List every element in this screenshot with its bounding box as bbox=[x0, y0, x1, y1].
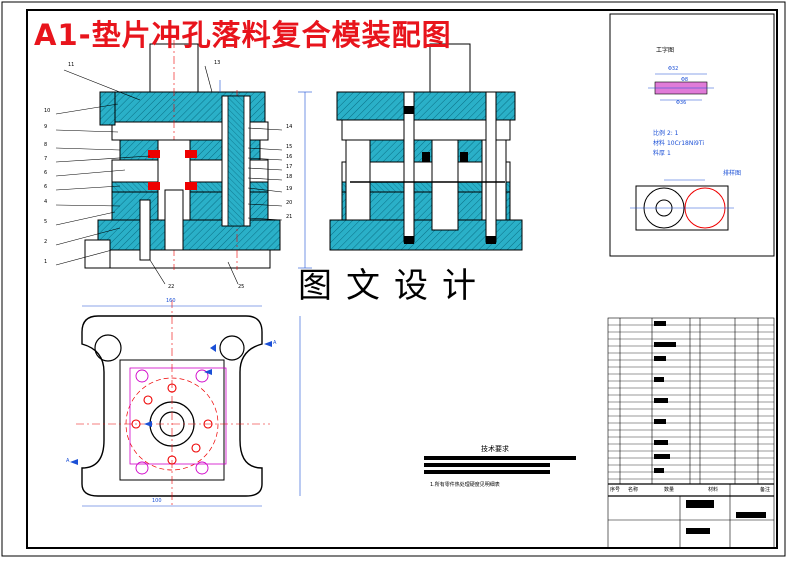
bom-rows bbox=[608, 324, 774, 480]
callout-left-1: 10 bbox=[44, 108, 51, 114]
plan-width-dim: 160 bbox=[166, 298, 176, 304]
part-heading: 工字图 bbox=[656, 47, 675, 54]
bom-dark-cells bbox=[654, 321, 766, 534]
callout-left-8: 5 bbox=[44, 219, 48, 225]
callout-left-5: 6 bbox=[44, 170, 48, 176]
part-panel-frame bbox=[609, 13, 775, 257]
thickness-label: 料厚 bbox=[653, 150, 666, 157]
bill-of-materials bbox=[607, 317, 775, 549]
callout-left-3: 8 bbox=[44, 142, 48, 148]
callout-right-0: 14 bbox=[286, 124, 293, 130]
tb-col-no: 序号 bbox=[610, 487, 621, 493]
plan-center-dim: 100 bbox=[152, 498, 162, 504]
callout-right-5: 19 bbox=[286, 186, 293, 192]
part-inner-dim2: Φ36 bbox=[676, 100, 687, 106]
callout-bottom-22: 22 bbox=[168, 284, 175, 290]
callout-right-1: 15 bbox=[286, 144, 293, 150]
callout-right-3: 17 bbox=[286, 164, 293, 170]
tb-col-qty: 数量 bbox=[664, 487, 675, 493]
part-outer-dim: Φ32 bbox=[668, 66, 679, 72]
tech-requirements-bars bbox=[424, 456, 576, 474]
washer-part-drawing bbox=[648, 73, 714, 101]
section-mark-right: A bbox=[273, 340, 277, 346]
side-section-view bbox=[329, 43, 523, 251]
strip-layout-label: 排样图 bbox=[723, 170, 742, 177]
strip-layout-drawing bbox=[630, 179, 734, 231]
callout-right-4: 18 bbox=[286, 174, 293, 180]
part-inner-dim1: Φ8 bbox=[681, 77, 689, 83]
section-mark-left: A bbox=[66, 458, 70, 464]
callout-right-6: 20 bbox=[286, 200, 293, 206]
tb-col-name: 名称 bbox=[628, 487, 639, 493]
callout-left-9: 2 bbox=[44, 239, 48, 245]
callout-left-2: 9 bbox=[44, 124, 48, 130]
tech-req-heading: 技术要求 bbox=[481, 445, 509, 453]
plan-view bbox=[70, 300, 301, 507]
scale-value: 2: 1 bbox=[666, 130, 679, 137]
callout-bottom-25: 25 bbox=[238, 284, 245, 290]
thickness-value: 1 bbox=[666, 150, 671, 157]
front-section-view bbox=[55, 40, 312, 285]
tech-req-note: 1.所有零件热处理硬度见明细表 bbox=[430, 482, 500, 488]
scale-label: 比例 bbox=[653, 130, 666, 137]
callout-left-0: 11 bbox=[68, 62, 75, 68]
callout-left-7: 4 bbox=[44, 199, 48, 205]
callout-right-7: 21 bbox=[286, 214, 293, 220]
material-value: 10Cr18Ni9Ti bbox=[666, 140, 704, 147]
callout-left-4: 7 bbox=[44, 156, 48, 162]
callout-left-10: 1 bbox=[44, 259, 48, 265]
callout-right-2: 16 bbox=[286, 154, 293, 160]
tb-col-remark: 备注 bbox=[760, 487, 771, 493]
callout-left-6: 6 bbox=[44, 184, 48, 190]
drawing-title: A1-垫片冲孔落料复合模装配图 bbox=[34, 18, 452, 52]
sheet-inner-border bbox=[26, 9, 778, 549]
callout-top: 13 bbox=[214, 60, 221, 66]
tb-col-material: 材料 bbox=[708, 487, 719, 493]
material-label: 材料 bbox=[653, 140, 666, 147]
watermark-text: 图文设计 bbox=[298, 266, 490, 306]
